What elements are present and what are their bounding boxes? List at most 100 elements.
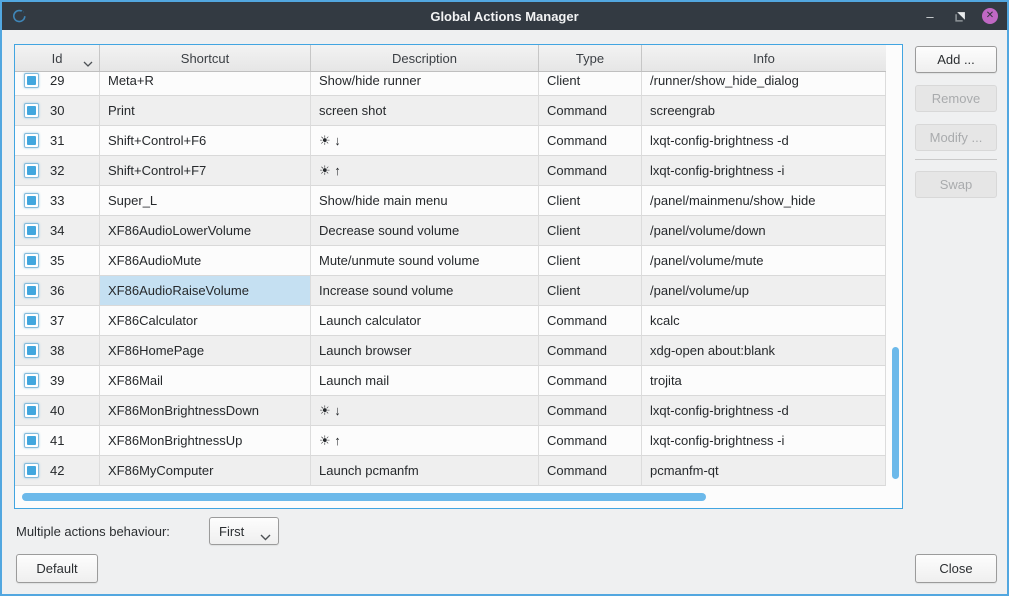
globalkeys-icon[interactable] — [10, 7, 28, 25]
cell-type[interactable]: Command — [539, 306, 642, 336]
cell-id[interactable]: 42 — [15, 456, 100, 486]
cell-info[interactable]: pcmanfm-qt — [642, 456, 886, 486]
enabled-checkbox[interactable] — [24, 193, 39, 208]
cell-type[interactable]: Command — [539, 456, 642, 486]
cell-id[interactable]: 31 — [15, 126, 100, 156]
cell-description[interactable]: Launch pcmanfm — [311, 456, 539, 486]
cell-type[interactable]: Command — [539, 126, 642, 156]
cell-info[interactable]: xdg-open about:blank — [642, 336, 886, 366]
cell-id[interactable]: 39 — [15, 366, 100, 396]
cell-id[interactable]: 37 — [15, 306, 100, 336]
titlebar-close-button[interactable]: ✕ — [981, 7, 999, 25]
cell-shortcut[interactable]: XF86AudioRaiseVolume — [100, 276, 311, 306]
cell-type[interactable]: Command — [539, 336, 642, 366]
enabled-checkbox[interactable] — [24, 313, 39, 328]
behaviour-select[interactable]: First — [209, 517, 279, 545]
cell-type[interactable]: Client — [539, 186, 642, 216]
enabled-checkbox[interactable] — [24, 433, 39, 448]
enabled-checkbox[interactable] — [24, 463, 39, 478]
horizontal-scrollbar[interactable] — [22, 493, 706, 501]
cell-description[interactable]: ☀ ↓ — [311, 396, 539, 426]
cell-description[interactable]: Launch mail — [311, 366, 539, 396]
cell-description[interactable]: screen shot — [311, 96, 539, 126]
cell-info[interactable]: lxqt-config-brightness -d — [642, 396, 886, 426]
cell-id[interactable]: 38 — [15, 336, 100, 366]
cell-shortcut[interactable]: XF86AudioMute — [100, 246, 311, 276]
cell-info[interactable]: /panel/volume/down — [642, 216, 886, 246]
cell-id[interactable]: 30 — [15, 96, 100, 126]
cell-id[interactable]: 32 — [15, 156, 100, 186]
cell-shortcut[interactable]: Super_L — [100, 186, 311, 216]
cell-type[interactable]: Command — [539, 156, 642, 186]
cell-info[interactable]: screengrab — [642, 96, 886, 126]
cell-id[interactable]: 29 — [15, 72, 100, 96]
enabled-checkbox[interactable] — [24, 223, 39, 238]
default-button[interactable]: Default — [16, 554, 98, 583]
enabled-checkbox[interactable] — [24, 103, 39, 118]
cell-shortcut[interactable]: Shift+Control+F6 — [100, 126, 311, 156]
cell-shortcut[interactable]: XF86MyComputer — [100, 456, 311, 486]
minimize-button[interactable]: – — [926, 8, 934, 24]
cell-info[interactable]: /panel/volume/up — [642, 276, 886, 306]
enabled-checkbox[interactable] — [24, 373, 39, 388]
cell-type[interactable]: Command — [539, 96, 642, 126]
cell-shortcut[interactable]: XF86MonBrightnessUp — [100, 426, 311, 456]
cell-shortcut[interactable]: XF86AudioLowerVolume — [100, 216, 311, 246]
cell-info[interactable]: lxqt-config-brightness -i — [642, 156, 886, 186]
enabled-checkbox[interactable] — [24, 343, 39, 358]
enabled-checkbox[interactable] — [24, 403, 39, 418]
cell-type[interactable]: Command — [539, 396, 642, 426]
column-header-type[interactable]: Type — [539, 45, 642, 71]
column-header-shortcut[interactable]: Shortcut — [100, 45, 311, 71]
cell-info[interactable]: /panel/volume/mute — [642, 246, 886, 276]
cell-info[interactable]: lxqt-config-brightness -i — [642, 426, 886, 456]
cell-id[interactable]: 36 — [15, 276, 100, 306]
cell-description[interactable]: Launch calculator — [311, 306, 539, 336]
cell-info[interactable]: trojita — [642, 366, 886, 396]
cell-id[interactable]: 33 — [15, 186, 100, 216]
cell-description[interactable]: Show/hide main menu — [311, 186, 539, 216]
cell-info[interactable]: /runner/show_hide_dialog — [642, 72, 886, 96]
cell-info[interactable]: kcalc — [642, 306, 886, 336]
add-button[interactable]: Add ... — [915, 46, 997, 73]
cell-shortcut[interactable]: XF86Calculator — [100, 306, 311, 336]
cell-type[interactable]: Command — [539, 366, 642, 396]
restore-button[interactable] — [951, 7, 969, 25]
cell-type[interactable]: Client — [539, 216, 642, 246]
cell-shortcut[interactable]: XF86HomePage — [100, 336, 311, 366]
column-header-description[interactable]: Description — [311, 45, 539, 71]
cell-shortcut[interactable]: Print — [100, 96, 311, 126]
cell-description[interactable]: ☀ ↓ — [311, 126, 539, 156]
cell-id[interactable]: 41 — [15, 426, 100, 456]
enabled-checkbox[interactable] — [24, 73, 39, 88]
cell-shortcut[interactable]: Meta+R — [100, 72, 311, 96]
swap-button[interactable]: Swap — [915, 171, 997, 198]
cell-type[interactable]: Client — [539, 246, 642, 276]
cell-id[interactable]: 35 — [15, 246, 100, 276]
cell-id[interactable]: 40 — [15, 396, 100, 426]
cell-description[interactable]: ☀ ↑ — [311, 426, 539, 456]
cell-info[interactable]: /panel/mainmenu/show_hide — [642, 186, 886, 216]
cell-shortcut[interactable]: XF86Mail — [100, 366, 311, 396]
column-header-info[interactable]: Info — [642, 45, 886, 71]
cell-description[interactable]: Show/hide runner — [311, 72, 539, 96]
cell-type[interactable]: Command — [539, 426, 642, 456]
enabled-checkbox[interactable] — [24, 133, 39, 148]
enabled-checkbox[interactable] — [24, 163, 39, 178]
vertical-scrollbar[interactable] — [892, 347, 899, 479]
cell-description[interactable]: Increase sound volume — [311, 276, 539, 306]
cell-description[interactable]: Decrease sound volume — [311, 216, 539, 246]
cell-shortcut[interactable]: Shift+Control+F7 — [100, 156, 311, 186]
enabled-checkbox[interactable] — [24, 253, 39, 268]
cell-id[interactable]: 34 — [15, 216, 100, 246]
cell-type[interactable]: Client — [539, 72, 642, 96]
cell-info[interactable]: lxqt-config-brightness -d — [642, 126, 886, 156]
modify-button[interactable]: Modify ... — [915, 124, 997, 151]
enabled-checkbox[interactable] — [24, 283, 39, 298]
cell-description[interactable]: Mute/unmute sound volume — [311, 246, 539, 276]
cell-description[interactable]: Launch browser — [311, 336, 539, 366]
column-header-id[interactable]: Id — [15, 45, 100, 71]
remove-button[interactable]: Remove — [915, 85, 997, 112]
cell-description[interactable]: ☀ ↑ — [311, 156, 539, 186]
cell-type[interactable]: Client — [539, 276, 642, 306]
